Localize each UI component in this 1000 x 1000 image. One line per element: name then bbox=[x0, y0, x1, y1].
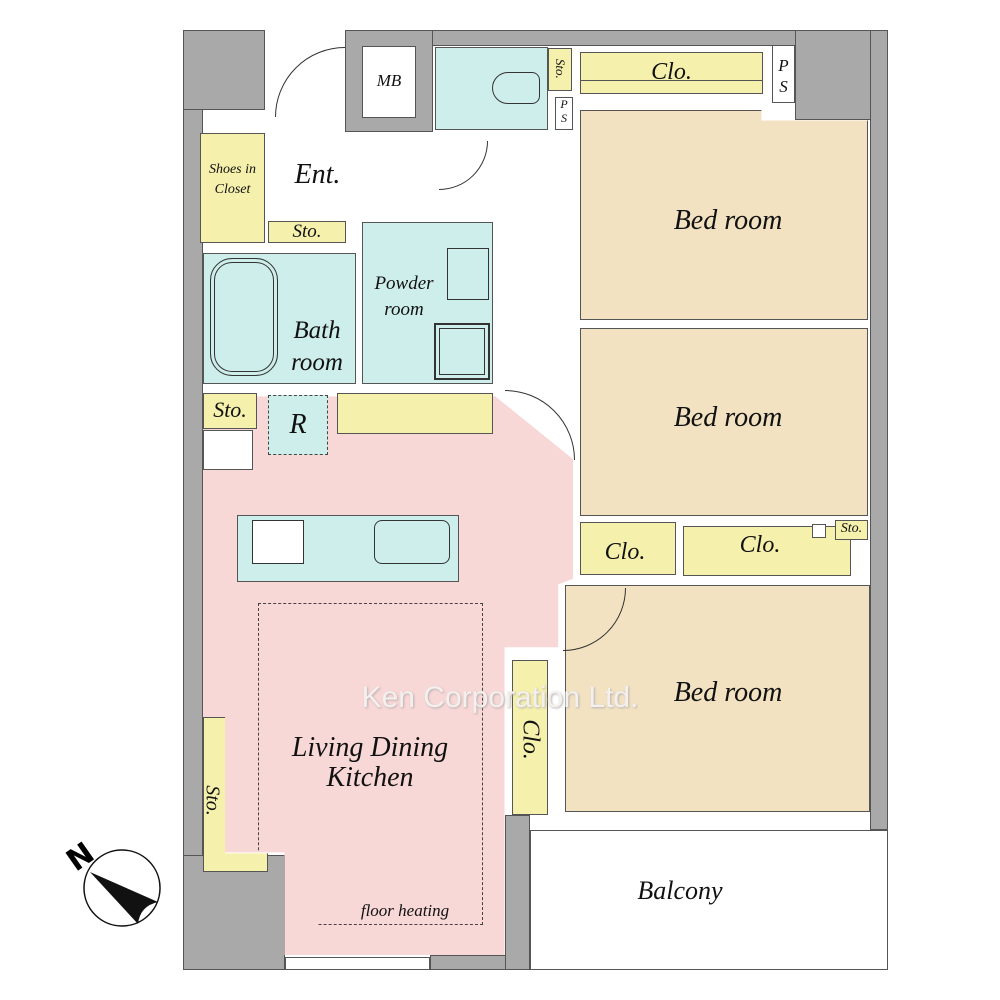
sto-toilet[interactable] bbox=[548, 48, 572, 91]
ps-toilet bbox=[555, 97, 573, 130]
wall-bottom-left bbox=[183, 855, 285, 970]
clo-vertical[interactable] bbox=[512, 660, 548, 815]
mb-label: MB bbox=[376, 71, 402, 90]
ps-toilet-p: P bbox=[560, 97, 568, 111]
clo-mid-right-label: Clo. bbox=[739, 532, 781, 558]
ps-top-s: S bbox=[779, 77, 788, 96]
powder-room[interactable] bbox=[362, 222, 493, 384]
ps-top bbox=[772, 45, 795, 103]
bedroom-2-label: Bed room bbox=[673, 402, 783, 433]
bedroom-2[interactable] bbox=[580, 328, 868, 516]
sto-kitchen-label: Sto. bbox=[213, 397, 247, 422]
compass-arrow bbox=[90, 872, 158, 924]
refrigerator-label: R bbox=[289, 409, 307, 440]
clo-top[interactable] bbox=[580, 52, 763, 94]
meter-box bbox=[362, 46, 416, 118]
bathtub-icon bbox=[210, 258, 278, 376]
balcony[interactable] bbox=[530, 830, 888, 970]
bath-room-label-1: Bath bbox=[293, 317, 341, 344]
bath-room-label-2: room bbox=[291, 349, 343, 376]
sink-icon bbox=[374, 520, 450, 564]
north-compass-icon: N bbox=[60, 840, 161, 927]
window-bottom bbox=[285, 957, 430, 970]
wall-balcony-left bbox=[505, 815, 530, 970]
watermark: Ken Corporation Ltd. bbox=[361, 681, 639, 714]
washbasin-icon bbox=[434, 323, 490, 380]
bedroom-1[interactable] bbox=[580, 110, 868, 320]
stove-icon bbox=[252, 520, 304, 564]
sto-toilet-label: Sto. bbox=[552, 58, 568, 79]
bedroom-3-label: Bed room bbox=[673, 677, 783, 708]
shoes-closet-label-1: Shoes in bbox=[208, 162, 257, 177]
clo-mid-left-label: Clo. bbox=[604, 539, 646, 565]
pipe-shaft bbox=[812, 524, 826, 538]
powder-room-label-1: Powder bbox=[374, 273, 434, 294]
sto-entrance[interactable] bbox=[268, 221, 346, 243]
sto-entrance-label: Sto. bbox=[292, 221, 322, 242]
shoes-closet-label-2: Closet bbox=[214, 182, 251, 197]
bedroom-3[interactable] bbox=[565, 585, 870, 812]
clo-mid-left[interactable] bbox=[580, 522, 676, 575]
bedroom-1-label: Bed room bbox=[673, 205, 783, 236]
wall-top-left bbox=[183, 30, 265, 110]
sto-ldk-label: Sto. bbox=[201, 785, 224, 816]
ldk-label-2: Kitchen bbox=[326, 762, 414, 793]
balcony-label: Balcony bbox=[637, 876, 723, 905]
sto-kitchen[interactable] bbox=[203, 393, 257, 429]
refrigerator-space bbox=[268, 395, 328, 455]
floor-heating-area bbox=[258, 603, 483, 925]
ldk-label-1: Living Dining bbox=[291, 732, 449, 763]
clo-vertical-label: Clo. bbox=[517, 719, 544, 760]
entrance-label: Ent. bbox=[294, 159, 341, 190]
clo-top-rail bbox=[580, 80, 763, 81]
shoes-closet[interactable] bbox=[200, 133, 265, 243]
toilet-icon bbox=[492, 72, 540, 104]
washing-machine-icon bbox=[447, 248, 489, 300]
clo-top-label: Clo. bbox=[651, 59, 692, 85]
powder-room-label-2: room bbox=[384, 299, 424, 320]
kitchen-counter-back bbox=[337, 393, 493, 434]
floor-heating-label: floor heating bbox=[360, 901, 450, 920]
sto-kitchen-doors[interactable] bbox=[203, 430, 253, 470]
sto-mid-label: Sto. bbox=[840, 521, 863, 536]
sto-mid[interactable] bbox=[835, 520, 868, 540]
wall-right bbox=[870, 30, 888, 830]
ps-toilet-s: S bbox=[561, 111, 567, 125]
ps-top-p: P bbox=[778, 56, 789, 75]
